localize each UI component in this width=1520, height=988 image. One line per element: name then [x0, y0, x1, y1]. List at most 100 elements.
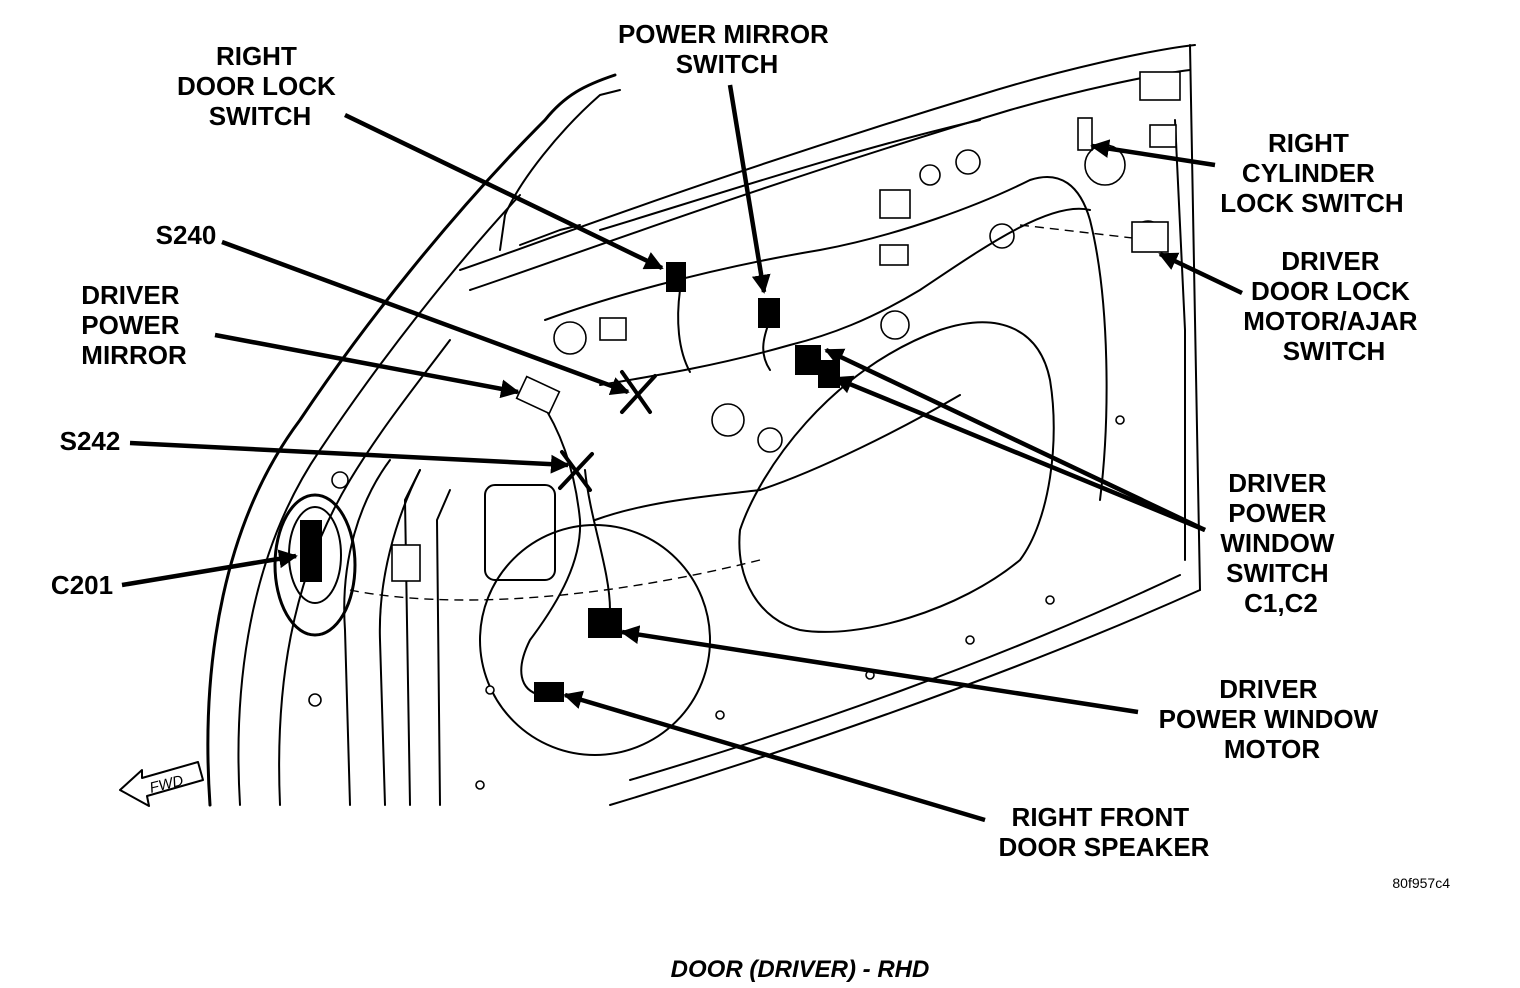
- label-line: DRIVER: [1281, 246, 1379, 276]
- panel-slot: [879, 189, 911, 219]
- leader-driver-power-window-switch-c2: [833, 375, 1206, 533]
- leader-right-door-lock-switch: [344, 112, 664, 271]
- panel-slot: [879, 244, 909, 266]
- inner-panel-lower: [594, 394, 961, 521]
- upper-recess: [499, 89, 621, 251]
- c201-connector-body: [300, 520, 322, 582]
- right-door-lock-switch-connector: [666, 262, 686, 292]
- panel-hole: [919, 164, 941, 186]
- label-driver-power-window-switch: DRIVER POWER WINDOW SWITCH C1,C2: [1220, 468, 1341, 618]
- door-lock-motor-body: [1131, 221, 1169, 253]
- pillar-edge: [404, 469, 421, 806]
- access-cutout: [484, 484, 556, 581]
- leader-power-mirror-switch: [727, 84, 771, 294]
- fwd-indicator: FWD: [119, 761, 204, 807]
- hinge-pillar-inner: [378, 469, 421, 806]
- label-right-cylinder-lock-switch: RIGHT CYLINDER LOCK SWITCH: [1220, 128, 1403, 218]
- label-power-mirror-switch: POWER MIRROR SWITCH: [618, 19, 836, 79]
- door-speaker-connector: [534, 682, 564, 702]
- label-line: DOOR LOCK: [1251, 276, 1410, 306]
- label-line: SWITCH: [1283, 336, 1386, 366]
- panel-slot: [1139, 71, 1181, 101]
- door-bottom-edge-2: [629, 574, 1181, 781]
- label-driver-power-window-motor: DRIVER POWER WINDOW MOTOR: [1159, 674, 1386, 764]
- pillar-edge-2: [436, 489, 451, 806]
- label-line: RIGHT: [216, 41, 297, 71]
- inner-panel: [544, 175, 1108, 501]
- sill-line-1: [459, 44, 1196, 271]
- door-inner-edge: [237, 194, 521, 806]
- label-line: DRIVER: [1219, 674, 1317, 704]
- sill-line-2: [469, 69, 1191, 291]
- leader-driver-power-window-switch-c1: [824, 347, 1206, 533]
- panel-hole: [757, 427, 783, 453]
- label-line: DOOR SPEAKER: [999, 832, 1210, 862]
- label-driver-power-mirror: DRIVER POWER MIRROR: [81, 280, 187, 370]
- large-opening: [738, 321, 1055, 633]
- panel-hole: [553, 321, 587, 355]
- fwd-text: FWD: [148, 772, 185, 797]
- panel-hole: [715, 710, 725, 720]
- leader-s240: [221, 239, 630, 395]
- figure-caption: DOOR (DRIVER) - RHD: [671, 956, 930, 983]
- label-right-door-lock-switch: RIGHT DOOR LOCK SWITCH: [177, 41, 343, 131]
- panel-hole: [1045, 595, 1055, 605]
- door-rear-edge-2: [1174, 119, 1186, 561]
- label-line: RIGHT: [1268, 128, 1349, 158]
- label-line: SWITCH: [1226, 558, 1329, 588]
- panel-slot: [1149, 124, 1177, 148]
- leader-right-front-door-speaker: [563, 690, 986, 823]
- label-line: C201: [51, 570, 113, 600]
- label-line: DOOR LOCK: [177, 71, 336, 101]
- cylinder-lock-switch-body: [1077, 117, 1093, 151]
- s242-splice-mark: [558, 450, 594, 492]
- dashed-beam-1: [349, 559, 761, 601]
- panel-slot: [391, 544, 421, 582]
- label-line: DRIVER: [81, 280, 179, 310]
- panel-hole: [955, 149, 981, 175]
- label-line: MOTOR/AJAR: [1243, 306, 1418, 336]
- leader-driver-power-window-motor: [620, 625, 1139, 715]
- label-right-front-door-speaker: RIGHT FRONT DOOR SPEAKER: [999, 802, 1210, 862]
- panel-hole: [989, 223, 1015, 249]
- panel-hole: [880, 310, 910, 340]
- leader-right-cylinder-lock-switch: [1090, 139, 1216, 168]
- label-line: POWER WINDOW: [1159, 704, 1379, 734]
- label-line: MIRROR: [81, 340, 187, 370]
- label-line: S240: [156, 220, 217, 250]
- power-window-motor-connector: [588, 608, 622, 638]
- panel-slot: [599, 317, 627, 341]
- driver-power-mirror-connector: [515, 375, 561, 415]
- label-line: POWER: [1228, 498, 1326, 528]
- label-line: DRIVER: [1228, 468, 1326, 498]
- leader-lines: [121, 84, 1243, 823]
- door-rear-edge: [1189, 44, 1201, 591]
- panel-hole: [308, 693, 322, 707]
- label-line: SWITCH: [676, 49, 779, 79]
- label-driver-door-lock-motor-ajar-switch: DRIVER DOOR LOCK MOTOR/AJAR SWITCH: [1243, 246, 1425, 366]
- door-illustration: FWD: [119, 44, 1201, 807]
- leader-driver-power-mirror: [214, 332, 520, 399]
- label-line: POWER MIRROR: [618, 19, 829, 49]
- label-s242: S242: [60, 426, 121, 456]
- dashed-beam-2: [1019, 224, 1151, 241]
- leader-c201: [121, 549, 298, 588]
- label-line: POWER: [81, 310, 179, 340]
- panel-hole: [1115, 415, 1125, 425]
- panel-hole: [711, 403, 745, 437]
- label-line: CYLINDER: [1242, 158, 1375, 188]
- label-line: WINDOW: [1220, 528, 1335, 558]
- upper-recess-2: [519, 224, 581, 246]
- power-mirror-switch-connector: [758, 298, 780, 328]
- sill-line-3: [599, 119, 981, 231]
- door-outer-edge: [206, 73, 617, 807]
- leader-s242: [129, 440, 570, 474]
- label-s240: S240: [156, 220, 217, 250]
- wiring-harness-main: [520, 399, 582, 696]
- leader-driver-door-lock-motor: [1158, 251, 1243, 296]
- label-line: MOTOR: [1224, 734, 1321, 764]
- panel-hole: [475, 780, 485, 790]
- panel-hole: [965, 635, 975, 645]
- c201-grommet: [273, 493, 357, 637]
